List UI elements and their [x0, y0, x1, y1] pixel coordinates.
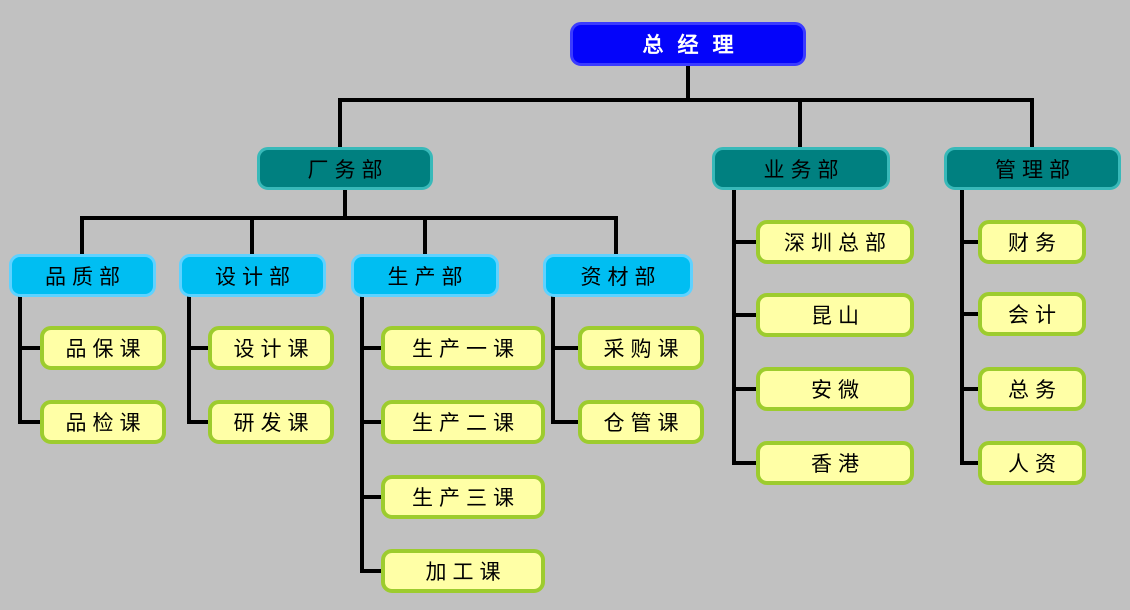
node-production-3: 生产三课	[381, 475, 545, 519]
node-label: 生产一课	[412, 337, 520, 361]
node-label: 人资	[1008, 452, 1062, 476]
node-label: 设计部	[215, 264, 296, 289]
node-label: 会计	[1008, 303, 1062, 327]
node-label: 采购课	[603, 337, 685, 361]
node-production-dept: 生产部	[351, 254, 499, 297]
node-label: 总经理	[642, 33, 748, 57]
node-human-resources: 人资	[978, 441, 1086, 485]
node-shenzhen-hq: 深圳总部	[756, 220, 914, 264]
node-rnd-section: 研发课	[208, 400, 334, 444]
node-purchasing-section: 采购课	[578, 326, 704, 370]
node-quality-inspection: 品检课	[40, 400, 166, 444]
node-admin-dept: 管理部	[944, 147, 1121, 190]
node-label: 生产二课	[412, 411, 520, 435]
node-general-manager: 总经理	[570, 22, 806, 66]
node-anhui: 安微	[756, 367, 914, 411]
node-factory-dept: 厂务部	[257, 147, 433, 190]
node-label: 品保课	[65, 337, 147, 361]
node-design-dept: 设计部	[179, 254, 326, 297]
node-warehouse-section: 仓管课	[578, 400, 704, 444]
node-label: 厂务部	[307, 157, 389, 182]
node-finance: 财务	[978, 220, 1086, 264]
node-processing-section: 加工课	[381, 549, 545, 593]
node-label: 财务	[1008, 231, 1062, 255]
node-label: 安微	[811, 378, 865, 402]
node-label: 设计课	[233, 337, 315, 361]
node-label: 仓管课	[603, 411, 685, 435]
node-label: 加工课	[425, 560, 507, 584]
node-general-affairs: 总务	[978, 367, 1086, 411]
node-quality-dept: 品质部	[9, 254, 156, 297]
node-accounting: 会计	[978, 292, 1086, 336]
node-label: 生产部	[387, 264, 469, 289]
node-label: 总务	[1008, 378, 1062, 402]
node-label: 研发课	[233, 411, 315, 435]
node-production-1: 生产一课	[381, 326, 545, 370]
node-label: 管理部	[995, 157, 1076, 182]
node-materials-dept: 资材部	[543, 254, 693, 297]
node-label: 深圳总部	[784, 231, 892, 255]
node-design-section: 设计课	[208, 326, 334, 370]
node-label: 生产三课	[412, 486, 520, 510]
node-kunshan: 昆山	[756, 293, 914, 337]
node-label: 昆山	[811, 304, 865, 328]
node-label: 资材部	[580, 264, 662, 289]
node-label: 品检课	[65, 411, 147, 435]
node-label: 业务部	[763, 157, 845, 182]
node-label: 香港	[811, 452, 865, 476]
node-production-2: 生产二课	[381, 400, 545, 444]
node-business-dept: 业务部	[712, 147, 890, 190]
node-label: 品质部	[45, 264, 126, 289]
node-hongkong: 香港	[756, 441, 914, 485]
node-quality-assurance: 品保课	[40, 326, 166, 370]
